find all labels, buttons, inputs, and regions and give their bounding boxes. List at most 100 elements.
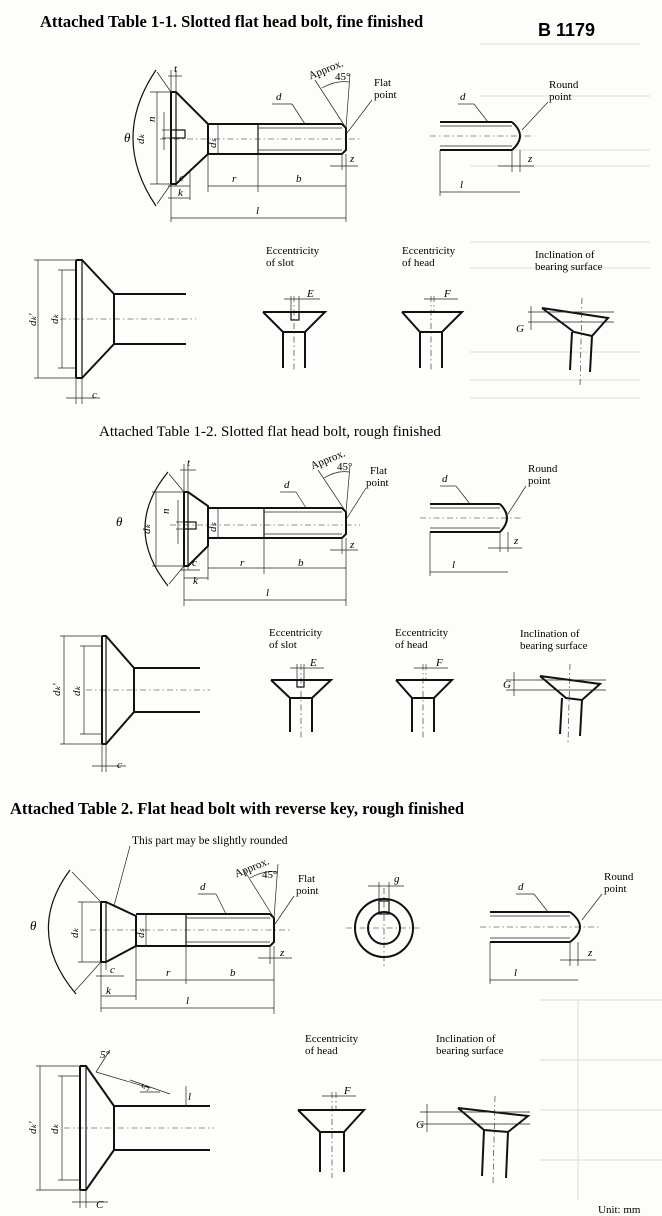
standard-code: B 1179	[538, 20, 595, 40]
ds-label-3: dₛ	[135, 928, 147, 939]
ds-label: dₛ	[207, 138, 219, 149]
incl-label-6: bearing surface	[436, 1045, 504, 1057]
dk-prime-label-3: dₖ'	[27, 1121, 39, 1134]
F-label-2: F	[435, 657, 443, 669]
five-deg-label: 5°	[100, 1049, 111, 1061]
table-2-title: Attached Table 2. Flat head bolt with re…	[10, 799, 464, 818]
ecc-slot-label-4: of slot	[269, 639, 297, 651]
flat-point-label-5: Flat	[298, 873, 315, 885]
table-1-1-head-detail: dₖ' dₖ c	[27, 259, 196, 404]
E-label: E	[306, 288, 314, 300]
n-label: n	[146, 116, 158, 122]
table-2-round-point-drawing: d Round point z l	[480, 871, 634, 984]
d-label-2: d	[284, 479, 290, 491]
incl-label-5: Inclination of	[436, 1033, 496, 1045]
ecc-slot-label-2: of slot	[266, 257, 294, 269]
five-label: 5	[139, 1082, 152, 1092]
round-point-label-2: point	[549, 91, 572, 103]
l-label: l	[256, 205, 259, 217]
incl-label-1: Inclination of	[535, 249, 595, 261]
table-1-1-bolt-drawing: θ t dₖ n dₛ d	[124, 57, 397, 222]
table-2-head-detail: dₖ' dₖ C 5° 5 l	[27, 1049, 214, 1211]
flat-point-label-4: point	[366, 477, 389, 489]
ecc-slot-label-3: Eccentricity	[269, 627, 323, 639]
l-label-2: l	[266, 587, 269, 599]
flat-point-label-6: point	[296, 885, 319, 897]
c-label-3: c	[192, 557, 197, 569]
dk-label-6: dₖ	[49, 1124, 61, 1135]
b-label-3: b	[230, 967, 236, 979]
angle-45-label-2: 45°	[337, 461, 352, 473]
round-l-label-3: l	[514, 967, 517, 979]
r-label-3: r	[166, 967, 171, 979]
d-label: d	[276, 91, 282, 103]
round-point-label-6: point	[604, 883, 627, 895]
round-point-label-4: point	[528, 475, 551, 487]
r-label: r	[232, 173, 237, 185]
ecc-slot-label-1: Eccentricity	[266, 245, 320, 257]
unit-fragment: Unit: mm	[598, 1204, 641, 1216]
F-label-3: F	[343, 1085, 351, 1097]
dk-prime-label: dₖ'	[27, 313, 39, 326]
table-1-1-round-point-drawing: d Round point z l	[430, 79, 579, 196]
dk-label-3: dₖ	[141, 524, 153, 535]
E-label-2: E	[309, 657, 317, 669]
ecc-head-label-2: of head	[402, 257, 435, 269]
theta-symbol-2: θ	[116, 514, 123, 529]
round-d-label: d	[460, 91, 466, 103]
G-label: G	[516, 323, 524, 335]
r-label-2: r	[240, 557, 245, 569]
l-label-3: l	[186, 995, 189, 1007]
incl-label-2: bearing surface	[535, 261, 603, 273]
G-label-3: G	[416, 1119, 424, 1131]
rounded-note: This part may be slightly rounded	[132, 835, 288, 847]
table-1-1-title: Attached Table 1-1. Slotted flat head bo…	[40, 12, 423, 31]
ds-label-2: dₛ	[207, 522, 219, 533]
eccentricity-of-slot-1: Eccentricity of slot E	[262, 245, 328, 372]
table-1-2-head-detail: dₖ' dₖ c	[51, 635, 210, 772]
F-label: F	[443, 288, 451, 300]
inclination-bearing-2: Inclination of bearing surface G	[503, 628, 606, 743]
c-label: c	[179, 172, 184, 184]
ecc-head-label-4: of head	[395, 639, 428, 651]
inclination-bearing-3: Inclination of bearing surface G	[416, 1033, 531, 1185]
round-l-label: l	[460, 179, 463, 191]
table-1-2-round-point-drawing: d Round point z l	[420, 463, 558, 576]
round-d-label-3: d	[518, 881, 524, 893]
dk-prime-label-2: dₖ'	[51, 683, 63, 696]
n-label-2: n	[160, 508, 172, 514]
ecc-head-label-1: Eccentricity	[402, 245, 456, 257]
table-1-2-title: Attached Table 1-2. Slotted flat head bo…	[99, 424, 441, 440]
dk-label: dₖ	[135, 134, 147, 145]
reverse-key-end-view: g	[346, 873, 422, 966]
theta-symbol-3: θ	[30, 918, 37, 933]
g-label: g	[394, 873, 400, 885]
k-label-3: k	[106, 985, 112, 997]
t-label-2: t	[187, 457, 191, 469]
t-label: t	[174, 63, 178, 75]
b-label: b	[296, 173, 302, 185]
d-label-3: d	[200, 881, 206, 893]
incl-label-4: bearing surface	[520, 640, 588, 652]
flat-point-label-2: point	[374, 89, 397, 101]
c-label-2: c	[92, 389, 97, 401]
round-point-label-1: Round	[549, 79, 579, 91]
G-label-2: G	[503, 679, 511, 691]
ecc-head-label-6: of head	[305, 1045, 338, 1057]
k-label-2: k	[193, 575, 199, 587]
c-label-5: c	[110, 964, 115, 976]
C-upper-label: C	[96, 1199, 104, 1211]
flat-point-label-3: Flat	[370, 465, 387, 477]
round-z-label-2: z	[513, 535, 519, 547]
incl-label-3: Inclination of	[520, 628, 580, 640]
l-label-4: l	[188, 1091, 191, 1103]
z-label: z	[349, 153, 355, 165]
c-label-4: c	[117, 759, 122, 771]
eccentricity-of-slot-2: Eccentricity of slot E	[269, 627, 334, 738]
b-label-2: b	[298, 557, 304, 569]
ecc-head-label-3: Eccentricity	[395, 627, 449, 639]
round-z-label: z	[527, 153, 533, 165]
dk-label-2: dₖ	[49, 314, 61, 325]
